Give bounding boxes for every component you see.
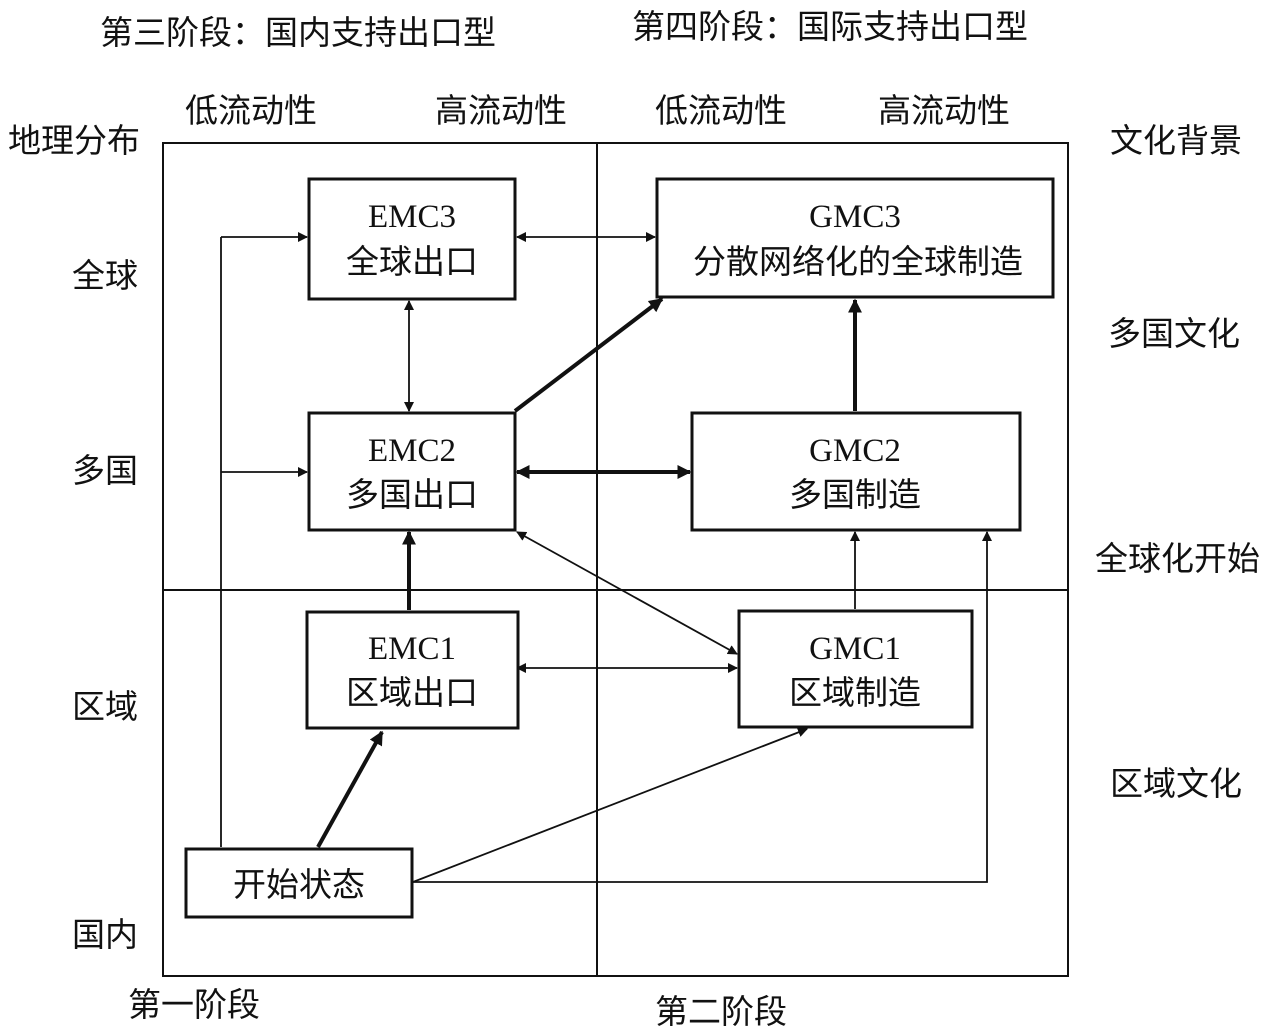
- start-box: 开始状态: [184, 847, 414, 919]
- stage3-title: 第三阶段：国内支持出口型: [100, 13, 496, 52]
- emc1-code: EMC1: [368, 631, 456, 667]
- gmc1-code: GMC1: [809, 631, 901, 667]
- left-level-multinational: 多国: [72, 451, 138, 490]
- gmc1-label: 区域制造: [789, 675, 921, 712]
- gmc3-label: 分散网络化的全球制造: [693, 244, 1023, 281]
- arrow-emc2-gmc1: [516, 531, 738, 655]
- left-level-regional: 区域: [72, 687, 138, 726]
- left-level-global: 全球: [72, 256, 138, 295]
- column-header-1: 低流动性: [185, 91, 317, 130]
- gmc2-box: GMC2 多国制造: [690, 411, 1022, 532]
- gmc3-code: GMC3: [809, 199, 901, 235]
- stage2-title: 第二阶段: [655, 992, 787, 1030]
- arrow-emc2-to-gmc3: [513, 297, 664, 413]
- column-header-4: 高流动性: [878, 91, 1010, 130]
- column-header-3: 低流动性: [655, 91, 787, 130]
- grid-frame: [162, 142, 1069, 977]
- emc2-box: EMC2 多国出口: [307, 411, 517, 532]
- left-axis-title: 地理分布: [8, 121, 140, 160]
- stage1-title: 第一阶段: [128, 985, 260, 1024]
- arrow-start-to-gmc1: [412, 727, 808, 883]
- right-axis-title: 文化背景: [1110, 121, 1242, 160]
- connectors: [220, 232, 992, 883]
- stage4-title: 第四阶段：国际支持出口型: [632, 7, 1028, 46]
- right-level-multicultural: 多国文化: [1108, 314, 1240, 353]
- gmc3-box: GMC3 分散网络化的全球制造: [655, 177, 1055, 299]
- left-level-domestic: 国内: [72, 915, 138, 954]
- emc1-label: 区域出口: [346, 675, 478, 712]
- emc3-label: 全球出口: [346, 244, 478, 281]
- right-level-globalization-start: 全球化开始: [1095, 539, 1260, 578]
- start-label: 开始状态: [233, 867, 365, 904]
- gmc1-box: GMC1 区域制造: [737, 609, 974, 729]
- gmc2-label: 多国制造: [789, 477, 921, 514]
- column-header-2: 高流动性: [435, 91, 567, 130]
- gmc2-code: GMC2: [809, 433, 901, 469]
- emc1-box: EMC1 区域出口: [305, 610, 520, 730]
- arrow-start-to-emc1: [316, 730, 384, 848]
- arrow-start-to-gmc2: [413, 531, 992, 883]
- emc2-code: EMC2: [368, 433, 456, 469]
- emc2-label: 多国出口: [346, 477, 478, 514]
- emc3-code: EMC3: [368, 199, 456, 235]
- emc3-box: EMC3 全球出口: [307, 177, 517, 301]
- right-level-regional-culture: 区域文化: [1110, 764, 1242, 803]
